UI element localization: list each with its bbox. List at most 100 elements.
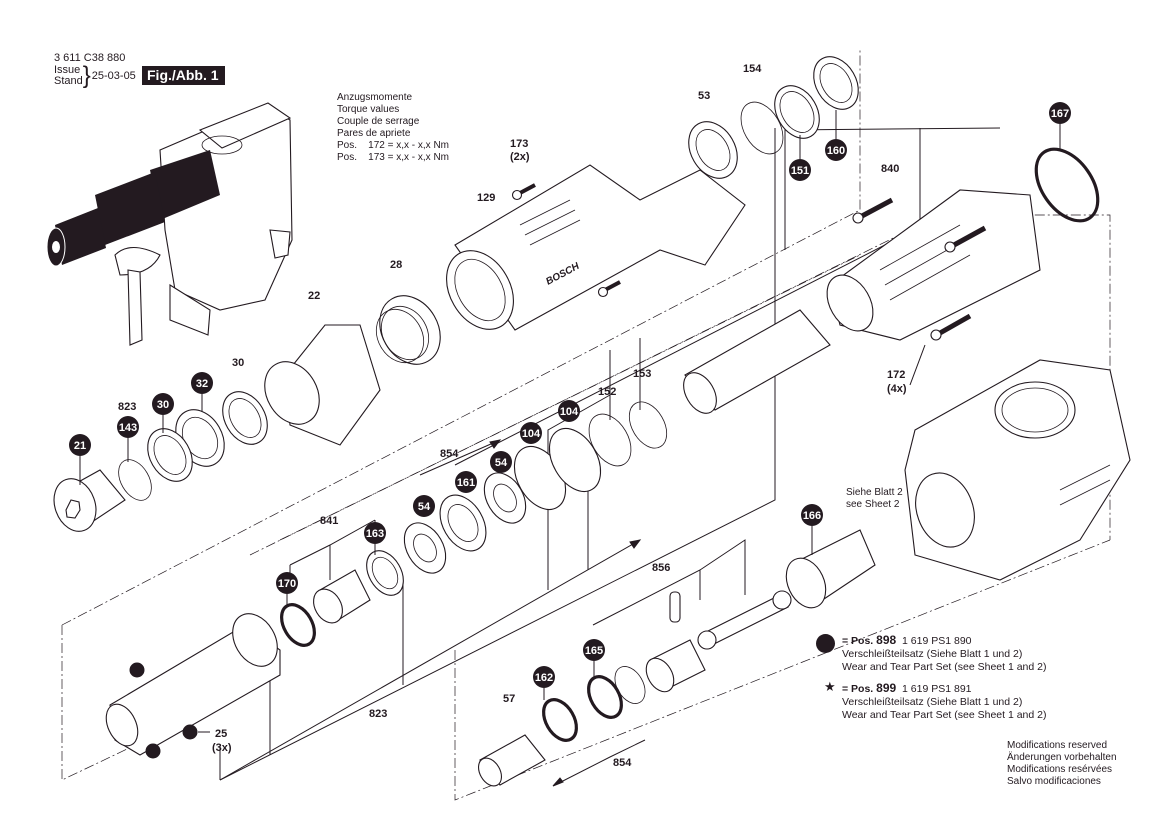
chuck-nose-dark [55,208,106,265]
circlip-153 [628,401,668,449]
callout-854-upper: 854 [440,448,459,460]
piston-face [645,657,675,693]
document-number: 3 611 C38 880 [54,52,126,64]
torque-note: Anzugsmomente Torque values Couple de se… [337,92,449,164]
legend-position: 899 [876,681,897,695]
badge-163: 163 [364,522,386,544]
callout-154: 154 [743,63,762,75]
legend-part-number: 1 619 PS1 891 [902,683,972,695]
badge-label: 30 [157,399,169,411]
vent [1059,479,1111,506]
callout-153: 153 [633,368,651,380]
spec-value: = x,x - x,x Nm [387,152,450,163]
tool-socket [52,241,60,253]
lock-nut-53 [688,121,738,179]
washer-54-a [403,522,447,574]
badge-label: 160 [827,145,845,157]
conrod-small-end [697,630,717,650]
badge-166: 166 [801,504,823,526]
housing-rib [529,219,581,246]
legend-line-de: Verschleißteilsatz (Siehe Blatt 1 und 2) [842,648,1023,660]
badge-170: 170 [276,572,298,594]
issue-labels: Issue Stand [54,65,83,87]
filled-circle-icon [816,634,835,653]
badge-54-a: 54 [413,495,435,517]
badge-32: 32 [191,372,213,394]
spec-position: 173 [368,152,385,163]
badge-leaders [79,110,1061,700]
brace-icon: } [82,62,91,89]
ring-160 [813,56,859,110]
ball-25 [145,743,161,759]
legend-entry-898: = Pos. 898 1 619 PS1 890 Verschleißteils… [816,634,1046,674]
washer-inner [413,533,437,563]
bracket-856 [592,539,746,626]
legend-line-en: Wear and Tear Part Set (see Sheet 1 and … [842,709,1047,721]
lower-row-parts [105,529,876,787]
see-sheet-de: Siehe Blatt 2 [846,487,903,498]
modifications-fr: Modifications resérvées [1007,764,1113,775]
callout-172-qty: (4x) [887,383,907,395]
badge-21: 21 [69,434,91,456]
callout-28: 28 [390,259,402,271]
screw-173-upper [511,183,536,201]
gear-housing-129 [454,164,746,331]
housing-inner [454,258,506,322]
badge-label: 163 [366,528,384,540]
badge-label: 151 [791,165,809,177]
top-row-parts: BOSCH [446,56,859,331]
badge-151: 151 [789,159,811,181]
bearing-166 [785,557,827,609]
torque-line-de: Anzugsmomente [337,92,413,103]
guide-line [454,539,1111,801]
badge-104-b: 104 [558,400,580,422]
guide-tube-end [683,372,717,414]
modifications-es: Salvo modificaciones [1007,776,1101,787]
housing-rib [519,199,571,226]
ring-inner [819,63,853,103]
washer-inner [228,398,262,438]
badge-label: 104 [560,406,579,418]
screw-840 [852,197,894,224]
ring-inner [447,504,479,542]
callout-25-qty: (3x) [212,742,232,754]
figure-label: Fig./Abb. 1 [142,66,225,85]
guide-ring [614,666,646,704]
ring-inner [779,91,815,133]
torque-spec-173: Pos. 173 = x,x - x,x Nm [337,152,449,164]
middle-row-parts [53,295,668,647]
callout-53: 53 [698,90,710,102]
cylinder-opening [826,274,874,332]
torque-spec-172: Pos. 172 = x,x - x,x Nm [337,140,449,152]
callout-57: 57 [503,693,515,705]
badge-label: 167 [1051,108,1069,120]
callout-22: 22 [308,290,320,302]
badge-label: 54 [418,501,431,513]
badge-167: 167 [1049,102,1071,124]
bracket-854-lower [554,739,646,786]
badge-label: 166 [803,510,821,522]
modifications-note: Modifications reserved Änderungen vorbeh… [1007,740,1117,788]
oring-165 [587,675,623,719]
legend-prefix: = Pos. [842,683,874,695]
issue-date: 25-03-05 [91,69,136,82]
badge-30: 30 [152,393,174,415]
screw-173-lower [597,280,621,298]
cable-sleeve [269,229,291,259]
arrow-head-icon [629,539,642,549]
piston-57-face [477,757,503,787]
badge-label: 143 [119,422,137,434]
conrod-big-end [772,590,792,610]
callout-173: 173 [510,138,528,150]
badge-label: 162 [535,672,553,684]
hammer-top-cap [201,135,243,155]
callout-854-lower: 854 [613,757,632,769]
legend-prefix: = Pos. [842,635,874,647]
oring-167 [1034,147,1100,223]
badge-160: 160 [825,139,847,161]
chuck-housing-dark [150,150,220,220]
badge-label: 32 [196,378,208,390]
badge-label: 54 [495,457,508,469]
spindle-collar [232,613,278,667]
arrow-head-icon [552,777,564,787]
